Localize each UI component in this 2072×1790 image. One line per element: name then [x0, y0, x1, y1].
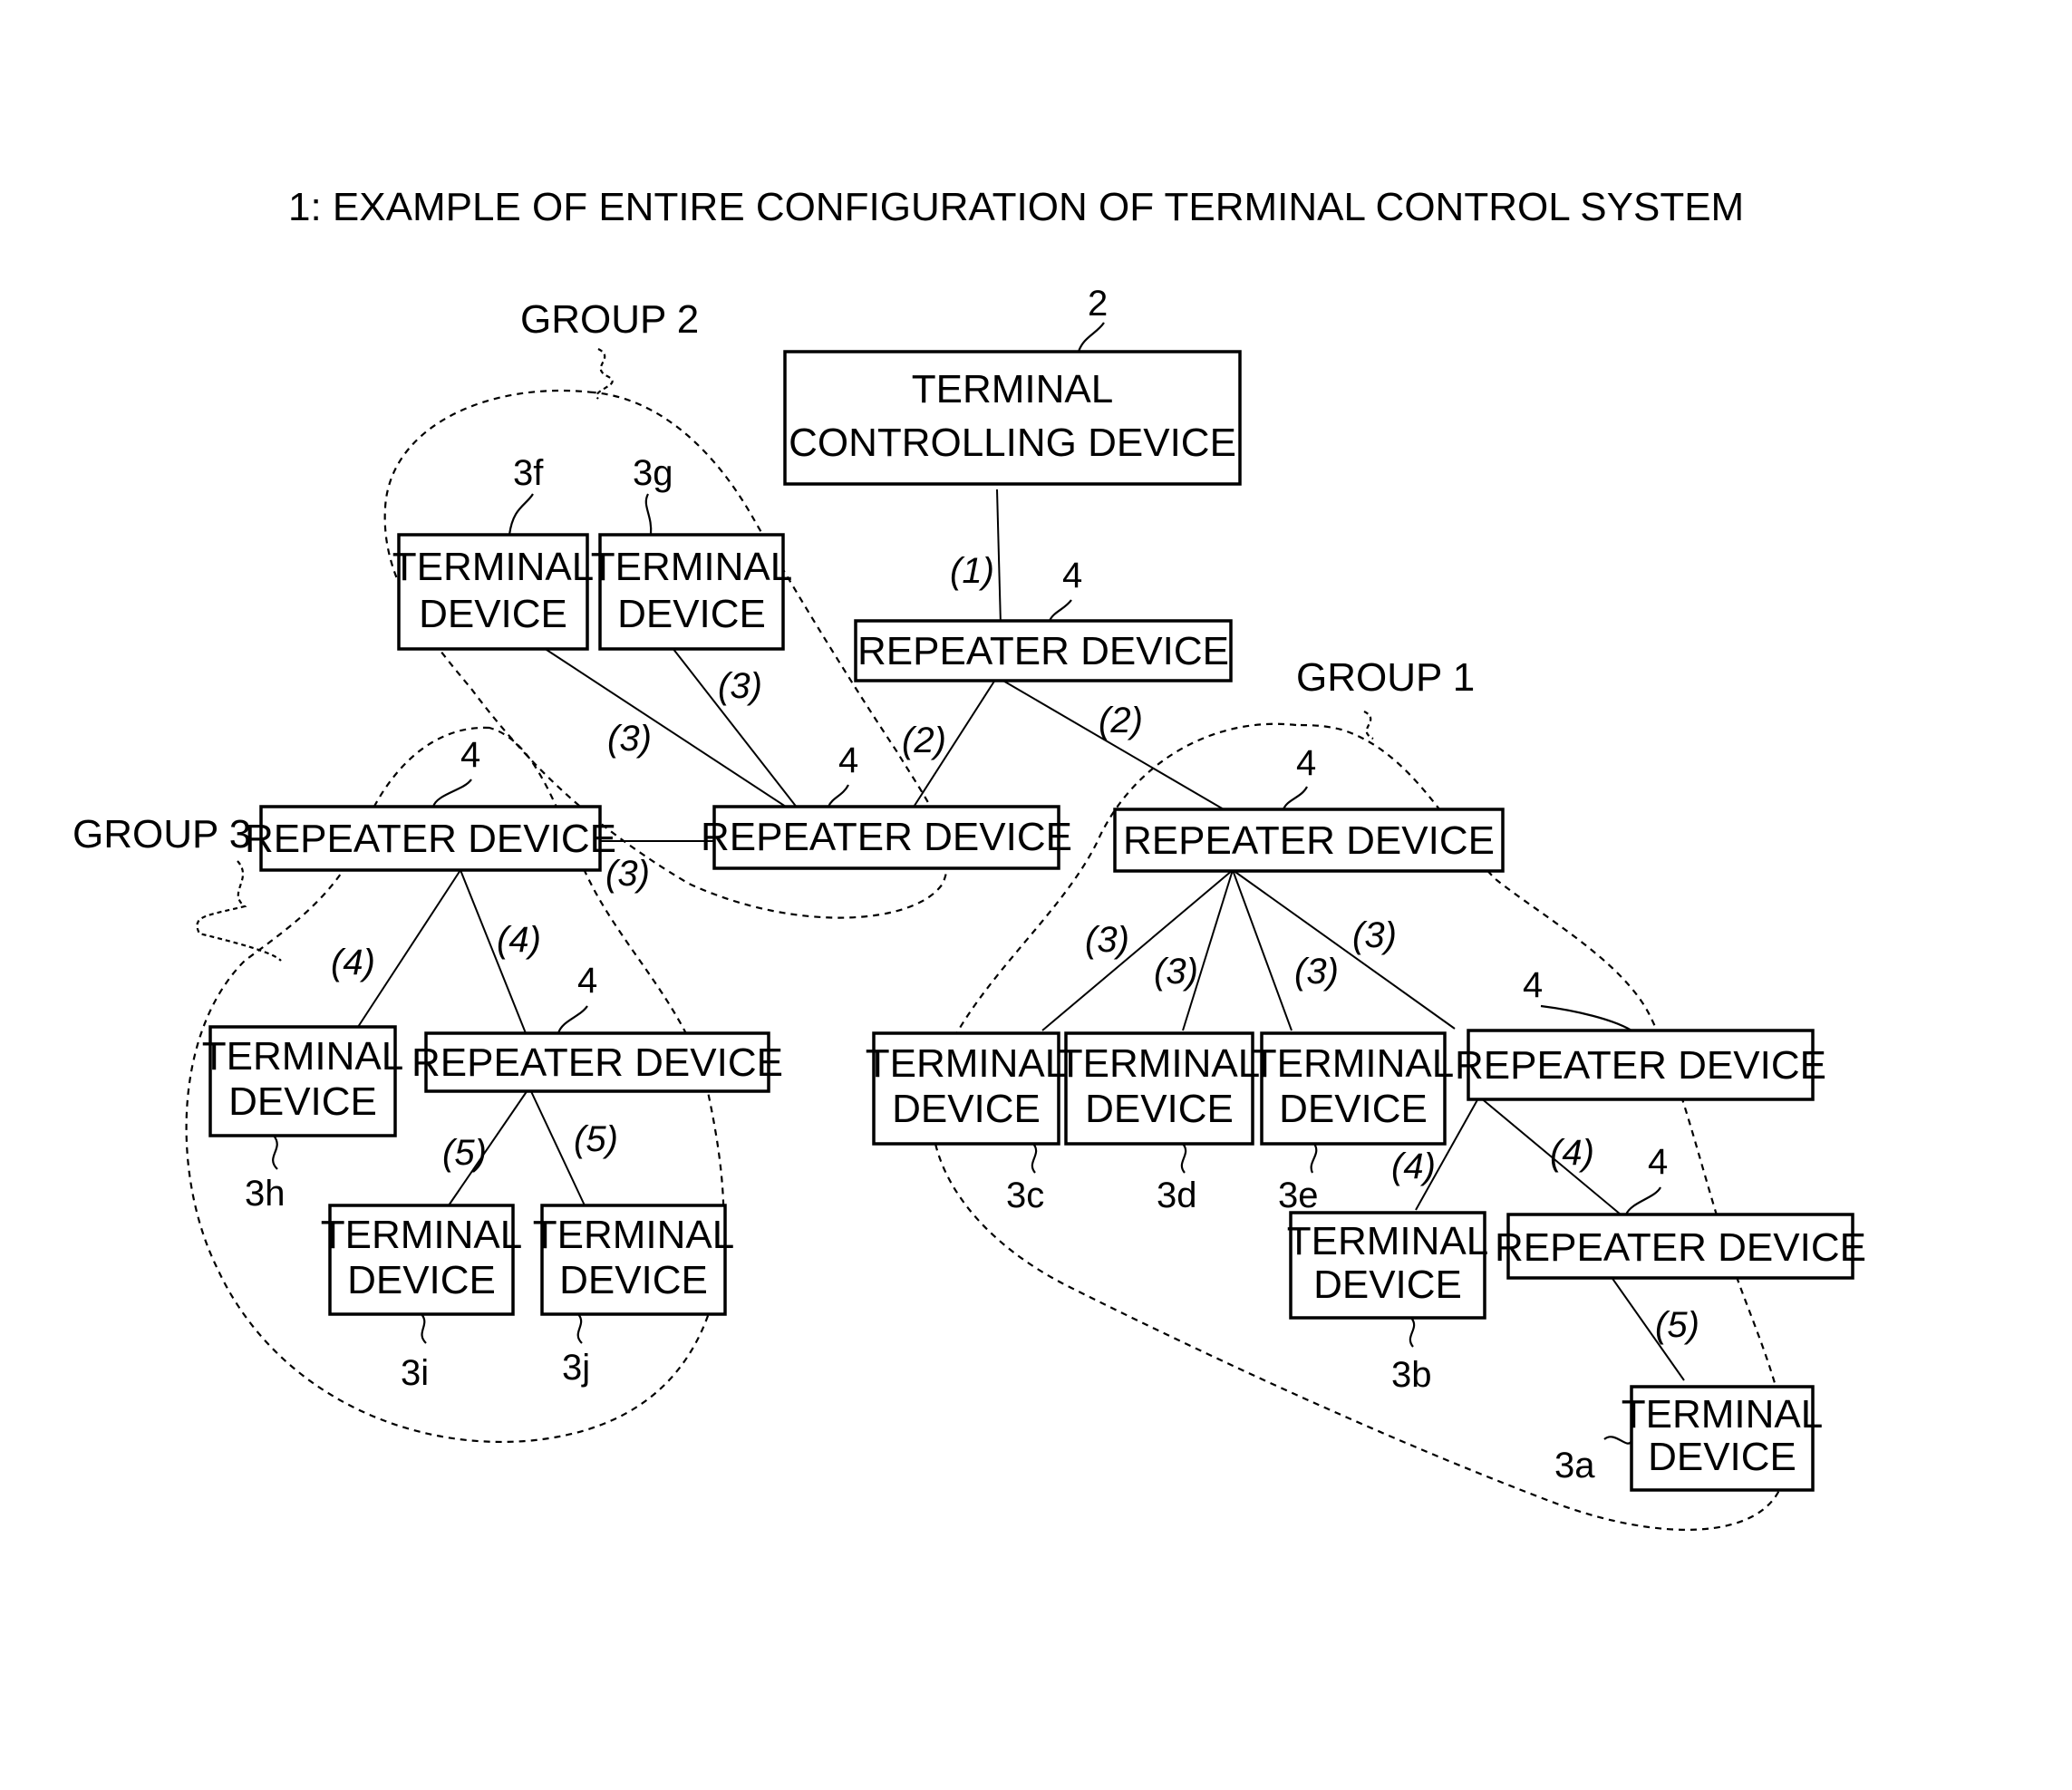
terminal-label-line1: TERMINAL — [866, 1041, 1067, 1086]
ref-3d: 3d — [1157, 1176, 1197, 1215]
group-3-leader — [197, 861, 281, 961]
group-2-label: GROUP 2 — [520, 297, 699, 342]
ref-controller: 2 — [1088, 284, 1108, 324]
repeater-device-group3-sub: REPEATER DEVICE — [411, 1033, 783, 1091]
ref-3i: 3i — [401, 1353, 429, 1393]
terminal-label-line1: TERMINAL — [591, 545, 792, 589]
ref-3a: 3a — [1554, 1446, 1595, 1485]
terminal-controlling-device: TERMINAL CONTROLLING DEVICE — [785, 352, 1240, 484]
ref-3h: 3h — [245, 1174, 286, 1214]
ref-repeater: 4 — [1523, 965, 1543, 1005]
terminal-label-line2: DEVICE — [1085, 1087, 1234, 1131]
ref-repeater: 4 — [460, 735, 480, 775]
link-label-4: (4) — [497, 920, 541, 960]
repeater-device-top: REPEATER DEVICE — [856, 621, 1231, 681]
ref-3g: 3g — [633, 453, 673, 493]
ref-3f: 3f — [513, 453, 544, 493]
terminal-label-line2: DEVICE — [617, 592, 766, 636]
repeater-label: REPEATER DEVICE — [411, 1040, 783, 1085]
ref-3j: 3j — [562, 1348, 590, 1388]
terminal-label-line1: TERMINAL — [321, 1213, 522, 1257]
terminal-label-line2: DEVICE — [228, 1079, 377, 1124]
repeater-device-group3: REPEATER DEVICE — [245, 807, 616, 870]
terminal-device-3h: TERMINAL DEVICE — [202, 1027, 403, 1136]
terminal-label-line1: TERMINAL — [1622, 1392, 1823, 1437]
figure-title: 1: EXAMPLE OF ENTIRE CONFIGURATION OF TE… — [288, 185, 1744, 229]
repeater-label: REPEATER DEVICE — [1123, 818, 1495, 863]
terminal-device-3a: TERMINAL DEVICE — [1622, 1387, 1823, 1490]
repeater-label: REPEATER DEVICE — [1455, 1043, 1826, 1088]
terminal-label-line1: TERMINAL — [1287, 1219, 1488, 1263]
terminal-label-line2: DEVICE — [347, 1258, 496, 1302]
link-label-1: (1) — [950, 551, 994, 591]
link-label-3: (3) — [1154, 952, 1198, 992]
group-1-leader — [1364, 711, 1373, 739]
terminal-device-3b: TERMINAL DEVICE — [1287, 1213, 1488, 1318]
group-3-label: GROUP 3 — [73, 812, 251, 856]
terminal-label-line1: TERMINAL — [1253, 1041, 1454, 1086]
terminal-label-line1: TERMINAL — [392, 545, 594, 589]
link-label-3: (3) — [1294, 952, 1339, 992]
terminal-device-3e: TERMINAL DEVICE — [1253, 1033, 1454, 1144]
link-label-3: (3) — [1085, 920, 1129, 960]
ref-repeater: 4 — [1296, 743, 1316, 783]
terminal-label-line2: DEVICE — [1313, 1263, 1462, 1307]
terminal-device-3j: TERMINAL DEVICE — [533, 1205, 734, 1314]
terminal-label-line2: DEVICE — [892, 1087, 1041, 1131]
link-label-5: (5) — [442, 1133, 487, 1173]
terminal-label-line1: TERMINAL — [202, 1034, 403, 1079]
link-label-3: (3) — [1352, 915, 1397, 955]
controller-label-line2: CONTROLLING DEVICE — [789, 421, 1236, 465]
ref-3c: 3c — [1006, 1176, 1044, 1215]
terminal-device-3c: TERMINAL DEVICE — [866, 1033, 1067, 1144]
terminal-label-line1: TERMINAL — [533, 1213, 734, 1257]
terminal-device-3i: TERMINAL DEVICE — [321, 1205, 522, 1314]
terminal-label-line2: DEVICE — [419, 592, 567, 636]
repeater-label: REPEATER DEVICE — [1495, 1225, 1866, 1270]
terminal-label-line2: DEVICE — [1279, 1087, 1428, 1131]
link-label-4: (4) — [1550, 1133, 1594, 1173]
terminal-device-3g: TERMINAL DEVICE — [591, 535, 792, 649]
group-1-label: GROUP 1 — [1296, 655, 1475, 700]
repeater-device-group1-sub2: REPEATER DEVICE — [1495, 1214, 1866, 1278]
link-label-3: (3) — [607, 719, 652, 759]
terminal-label-line2: DEVICE — [1648, 1435, 1796, 1479]
ref-repeater: 4 — [1062, 556, 1082, 595]
link-label-4: (4) — [1391, 1147, 1436, 1186]
ref-repeater: 4 — [577, 961, 597, 1001]
ref-3b: 3b — [1391, 1355, 1432, 1395]
terminal-label-line2: DEVICE — [559, 1258, 708, 1302]
repeater-label: REPEATER DEVICE — [245, 817, 616, 861]
link-label-2: (2) — [902, 721, 946, 760]
controller-label-line1: TERMINAL — [912, 367, 1113, 411]
terminal-device-3d: TERMINAL DEVICE — [1059, 1033, 1260, 1144]
link-label-5: (5) — [1655, 1305, 1699, 1345]
ref-repeater: 4 — [1648, 1142, 1668, 1182]
link-label-5: (5) — [574, 1119, 618, 1159]
repeater-device-group1: REPEATER DEVICE — [1115, 809, 1503, 871]
terminal-device-3f: TERMINAL DEVICE — [392, 535, 594, 649]
group-2-leader — [596, 349, 612, 399]
repeater-device-group2: REPEATER DEVICE — [701, 807, 1072, 868]
link-label-2: (2) — [1099, 701, 1143, 740]
repeater-device-group1-sub: REPEATER DEVICE — [1455, 1030, 1826, 1099]
link-label-3: (3) — [718, 666, 762, 706]
repeater-label: REPEATER DEVICE — [701, 815, 1072, 859]
ref-3e: 3e — [1278, 1176, 1319, 1215]
repeater-label: REPEATER DEVICE — [857, 629, 1229, 673]
link-label-3: (3) — [605, 854, 650, 894]
ref-repeater: 4 — [838, 740, 858, 780]
link-label-4: (4) — [331, 943, 375, 982]
terminal-label-line1: TERMINAL — [1059, 1041, 1260, 1086]
